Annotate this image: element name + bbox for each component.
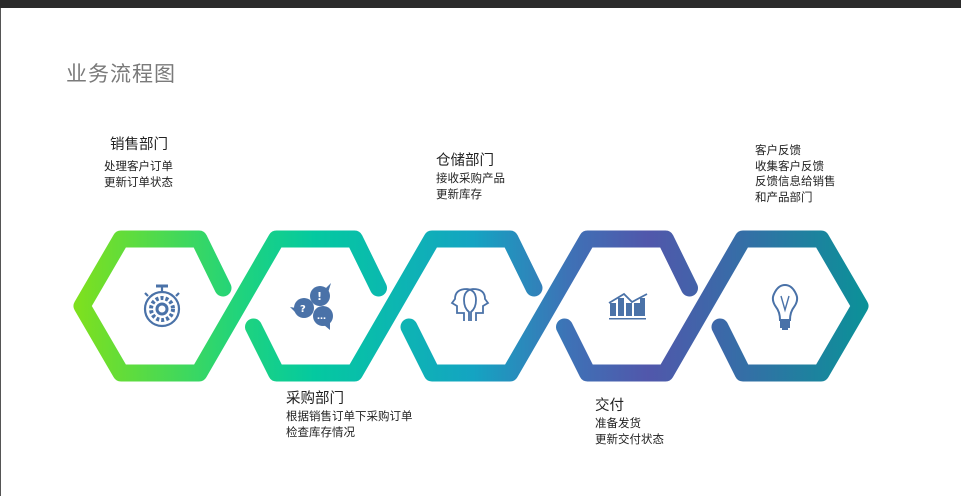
step-sales: 销售部门 处理客户订单 更新订单状态 <box>104 135 173 190</box>
step-line: 检查库存情况 <box>286 424 355 439</box>
step-line: 和产品部门 <box>755 189 813 204</box>
step-line: 更新交付状态 <box>595 431 664 446</box>
window-left-border <box>0 8 1 496</box>
step-line: 根据销售订单下采购订单 <box>286 409 413 423</box>
step-line: 接收采购产品 <box>436 171 505 185</box>
svg-text:?: ? <box>300 304 306 315</box>
step-line: 反馈信息给销售 <box>755 174 836 188</box>
page-title: 业务流程图 <box>66 62 176 86</box>
step-title: 采购部门 <box>286 391 344 407</box>
speech-bubbles-icon: ! ? … <box>290 283 333 330</box>
step-warehouse: 仓储部门 接收采购产品 更新库存 <box>436 151 505 202</box>
step-line: 收集客户反馈 <box>755 158 824 173</box>
step-title: 销售部门 <box>110 137 168 153</box>
svg-text:…: … <box>317 312 326 322</box>
stopwatch-gear-icon <box>143 284 181 328</box>
hex-chain-segment-1 <box>73 230 387 382</box>
hex-chain-segment-2 <box>245 230 543 382</box>
hex-chain-segment-4 <box>556 230 869 382</box>
step-title: 交付 <box>595 398 624 414</box>
two-heads-icon <box>450 288 490 321</box>
step-purchasing: 采购部门 根据销售订单下采购订单 检查库存情况 <box>286 389 413 440</box>
step-line: 更新库存 <box>436 186 482 201</box>
step-line: 处理客户订单 <box>104 159 173 173</box>
hex-chain-segment-3 <box>400 230 698 382</box>
step-title: 客户反馈 <box>755 143 801 157</box>
step-feedback: 客户反馈 收集客户反馈 反馈信息给销售 和产品部门 <box>755 143 836 205</box>
step-title: 仓储部门 <box>436 153 494 169</box>
step-delivery: 交付 准备发货 更新交付状态 <box>595 396 664 447</box>
bar-chart-trend-icon <box>608 292 648 320</box>
lightbulb-icon <box>771 283 799 330</box>
step-line: 准备发货 <box>595 416 641 430</box>
step-line: 更新订单状态 <box>104 174 173 189</box>
window-top-bar <box>0 0 961 8</box>
svg-text:!: ! <box>317 290 322 303</box>
